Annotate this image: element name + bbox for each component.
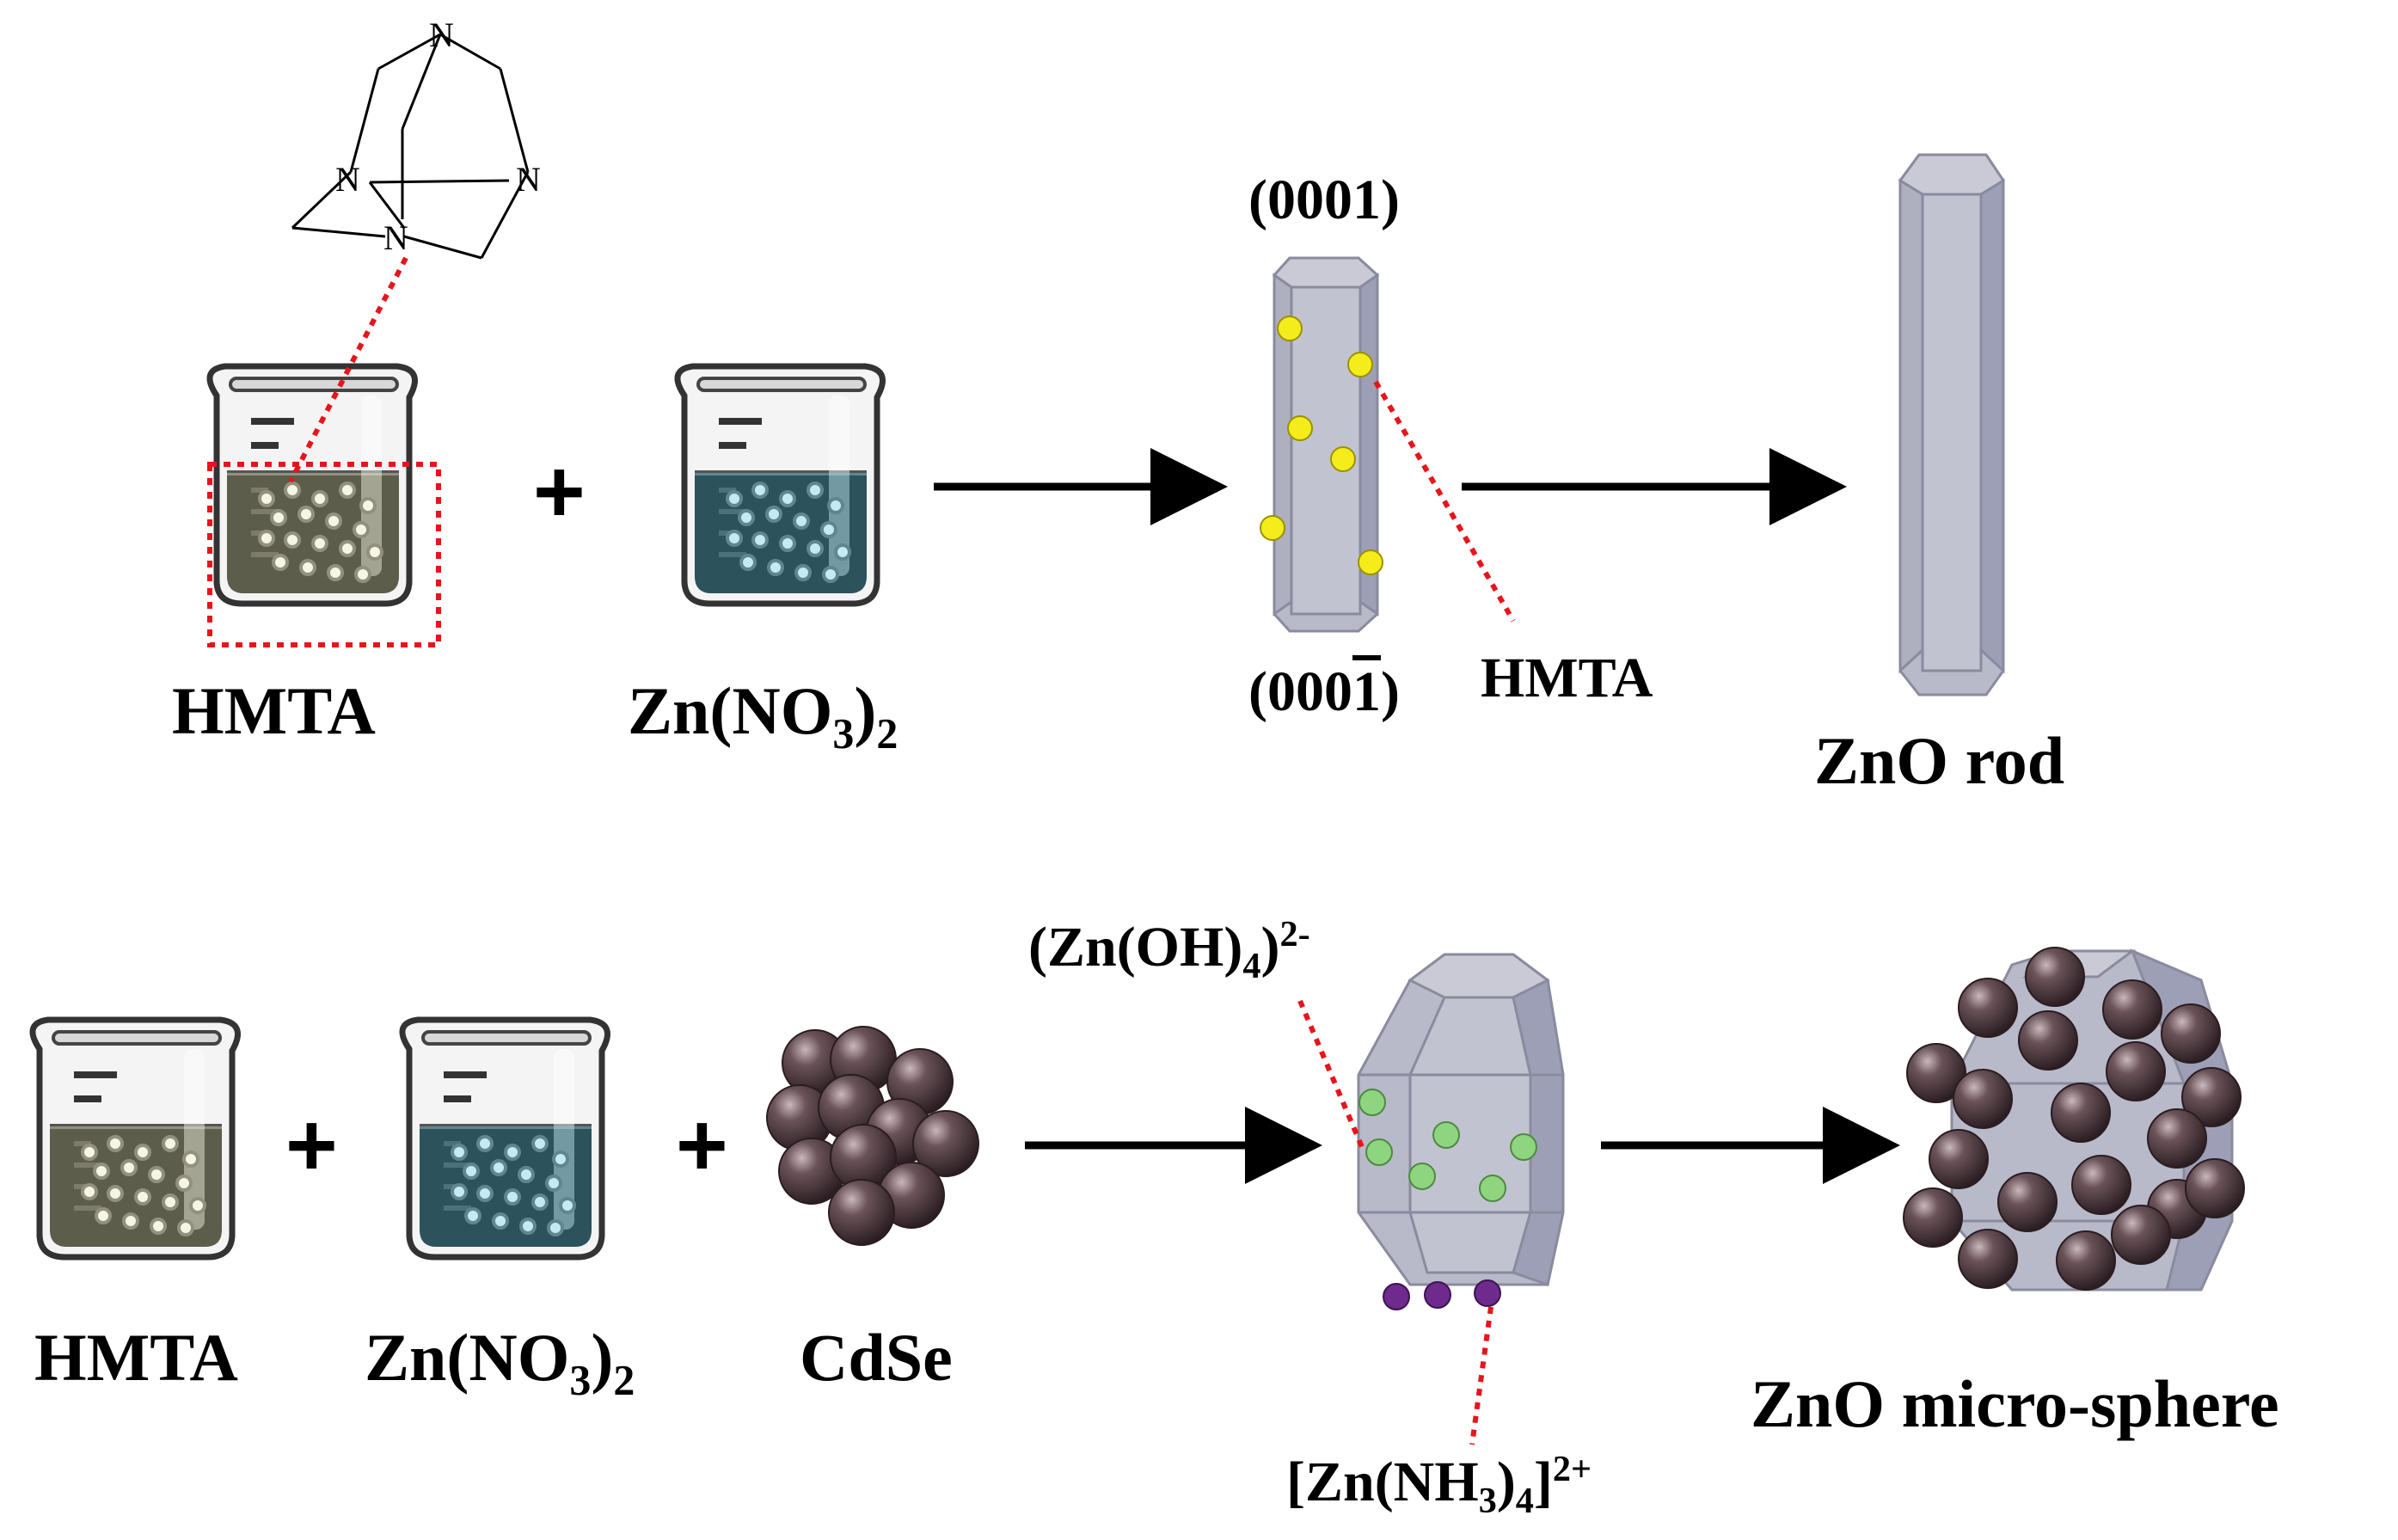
plus-sign: +	[285, 1095, 338, 1195]
hmta-marker	[1330, 446, 1356, 472]
zn-oh-marker	[1408, 1163, 1436, 1190]
nitrogen-atom-label: N	[516, 160, 541, 199]
hmta-marker	[1347, 352, 1373, 377]
hmta-highlight-box	[207, 462, 441, 647]
hexagonal-rod-icon	[1272, 256, 1380, 633]
zno-microsphere-label: ZnO micro-sphere	[1751, 1366, 2279, 1441]
hmta-molecule-icon	[291, 33, 530, 260]
hmta-marker	[1260, 515, 1285, 541]
zn-nh3-marker-group	[1383, 1279, 1501, 1310]
plus-sign: +	[676, 1095, 728, 1195]
zn-oh-marker	[1510, 1133, 1537, 1161]
cdse-label: CdSe	[800, 1320, 953, 1395]
leader-line	[1469, 1306, 1493, 1445]
zn-nh3-marker	[1424, 1281, 1451, 1309]
hmta-marker-group	[1260, 316, 1383, 575]
hmta-label: HMTA	[172, 673, 376, 748]
hmta-marker	[1277, 316, 1303, 341]
zn-nitrate-label: Zn(NO3)2	[365, 1320, 635, 1404]
nitrogen-atom-label: N	[383, 218, 408, 257]
facet-bottom-label: (0001)	[1248, 660, 1400, 723]
facet-top-label: (0001)	[1248, 169, 1400, 231]
zn-oh-marker-group	[1358, 1089, 1537, 1202]
zn-nh3-marker	[1383, 1283, 1410, 1310]
cdse-cluster-icon	[766, 1026, 979, 1246]
hmta-marker	[1358, 549, 1383, 575]
hmta-atoms: N N N N	[335, 15, 541, 257]
zn-nh3-marker	[1474, 1279, 1501, 1307]
leader-line	[288, 256, 408, 483]
zno-rod-icon	[1898, 153, 2006, 696]
leader-line	[1373, 380, 1516, 623]
leader-line	[1297, 999, 1365, 1149]
zn-oh-marker	[1479, 1175, 1506, 1202]
zn-nitrate-label: Zn(NO3)2	[628, 673, 898, 758]
cdse-particles-on-sphere	[1903, 947, 2245, 1291]
hmta-marker	[1287, 415, 1313, 441]
zn-oh-marker	[1358, 1089, 1386, 1116]
plus-sign: +	[533, 442, 586, 542]
zno-rod-label: ZnO rod	[1814, 723, 2065, 798]
barrel-crystal-icon	[1357, 953, 1565, 1286]
zn-oh-marker	[1365, 1138, 1393, 1166]
hmta-adsorbate-label: HMTA	[1481, 647, 1653, 709]
nitrogen-atom-label: N	[335, 160, 360, 199]
zn-nh3-complex-label: [Zn(NH3)4]2+	[1286, 1449, 1592, 1522]
zn-oh-complex-label: (Zn(OH)4)2-	[1028, 914, 1310, 987]
hmta-label: HMTA	[34, 1320, 238, 1395]
zn-oh-marker	[1432, 1121, 1460, 1149]
nitrogen-atom-label: N	[429, 15, 454, 54]
